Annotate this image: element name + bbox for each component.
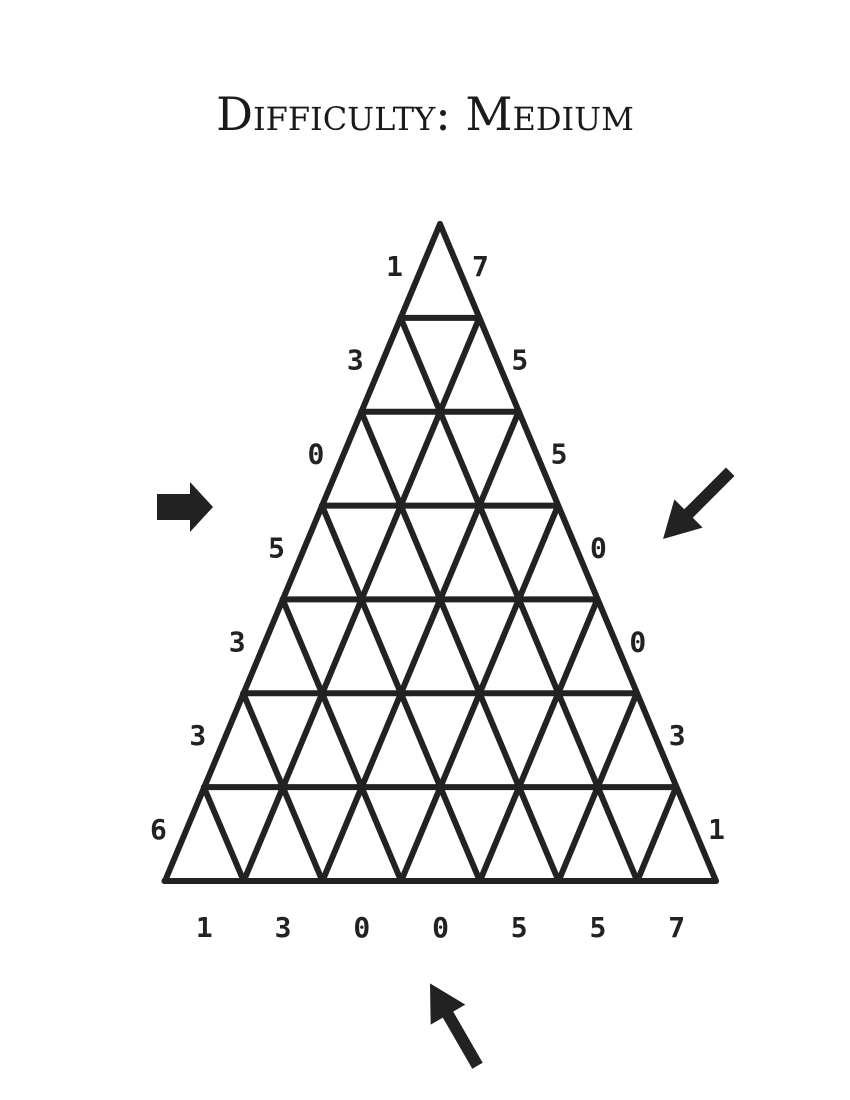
bottom-clue: 0 (432, 911, 449, 944)
grid-line-diagonal-right (437, 221, 719, 884)
bottom-clue: 5 (589, 911, 606, 944)
left-clue: 1 (386, 250, 403, 283)
left-clue: 6 (150, 813, 167, 846)
clue-labels: 1 3 0 5 3 3 6 7 5 5 0 0 3 1 1 3 0 0 5 5 7 (150, 250, 725, 944)
triangle-grid (161, 221, 719, 884)
grid-line-diagonal-left (162, 221, 443, 884)
arrow-up-left-icon (430, 983, 483, 1069)
bottom-clue: 3 (275, 911, 292, 944)
grid-line-diagonal-right (279, 596, 405, 884)
grid-line-diagonal-right (318, 502, 483, 884)
grid-line-diagonal-left (476, 596, 601, 884)
left-clue: 5 (268, 531, 285, 564)
bottom-clue: 7 (668, 911, 685, 944)
right-clue: 5 (511, 344, 528, 377)
bottom-clue: 1 (196, 911, 213, 944)
grid-line-diagonal-left (319, 408, 522, 884)
left-clue: 3 (347, 344, 364, 377)
grid-line-diagonal-left (634, 784, 680, 884)
grid-line-diagonal-right (240, 690, 326, 884)
right-clue: 0 (590, 531, 607, 564)
arrow-right-icon (157, 482, 213, 532)
left-clue: 0 (307, 438, 324, 471)
right-clue: 0 (629, 625, 646, 658)
right-clue: 7 (472, 250, 489, 283)
left-clue: 3 (229, 625, 246, 658)
difficulty-title: Difficulty: Medium (216, 87, 634, 141)
bottom-clue: 0 (353, 911, 370, 944)
grid-line-diagonal-right (397, 314, 641, 884)
right-clue: 3 (669, 719, 686, 752)
bottom-clue: 5 (511, 911, 528, 944)
right-clue: 5 (551, 438, 568, 471)
grid-line-diagonal-right (200, 784, 247, 884)
grid-line-diagonal-right (358, 408, 562, 884)
arrow-down-left-icon (663, 467, 735, 539)
right-clue: 1 (708, 813, 725, 846)
left-clue: 3 (189, 719, 206, 752)
